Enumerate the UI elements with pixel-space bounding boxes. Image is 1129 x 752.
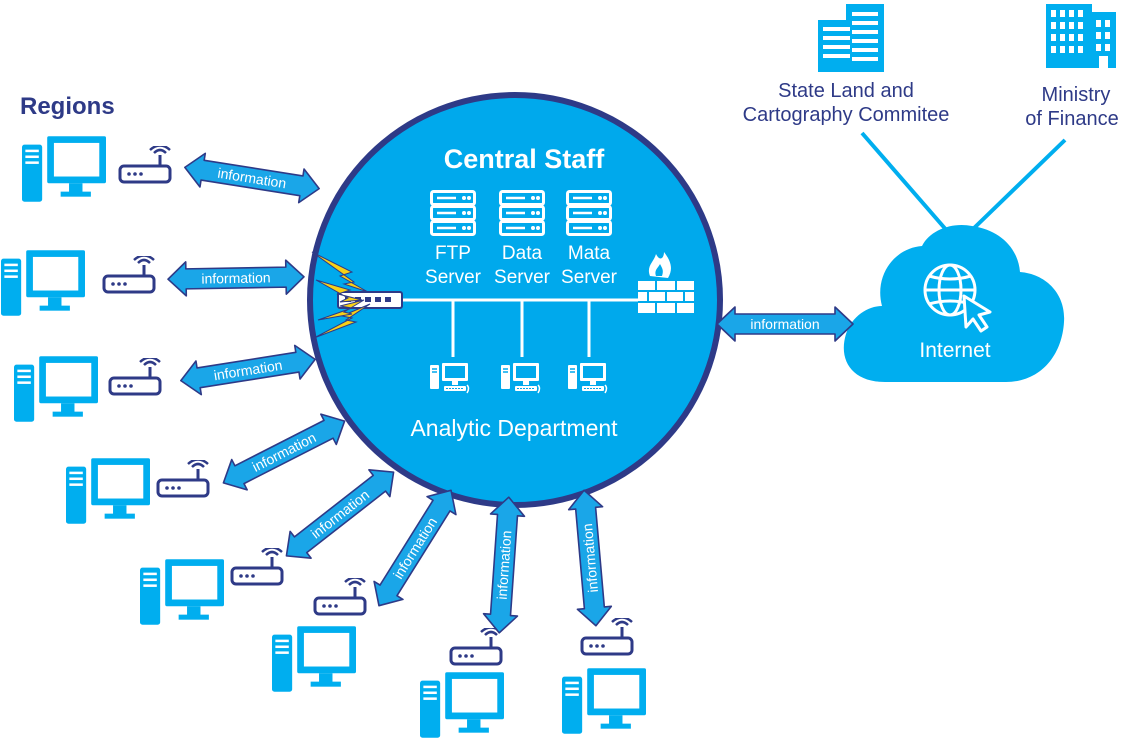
state-land-label-line2: Cartography Commitee xyxy=(743,104,950,126)
data-server: Data Server xyxy=(494,190,551,288)
workstation-icon xyxy=(568,363,608,394)
state-land-committee: State Land and Cartography Commitee xyxy=(743,4,950,126)
office-building-icon xyxy=(1046,4,1116,68)
wifi-router-icon xyxy=(102,256,156,294)
mata-server: Mata Server xyxy=(561,190,618,288)
regions-title: Regions xyxy=(20,93,115,120)
connection-line xyxy=(970,138,1067,232)
desktop-computer-icon xyxy=(562,668,646,734)
globe-icon xyxy=(923,263,977,317)
information-arrow: information xyxy=(566,487,614,629)
desktop-computer-icon xyxy=(22,136,106,202)
region-node: information xyxy=(420,495,527,738)
mata-server-label-line2: Server xyxy=(561,267,618,288)
desktop-computer-icon xyxy=(420,672,504,738)
wifi-router-icon xyxy=(118,146,172,184)
server-rack-icon xyxy=(499,190,545,236)
region-node: information xyxy=(1,250,306,316)
desktop-computer-icon xyxy=(1,250,85,316)
data-server-label-line2: Server xyxy=(494,267,551,288)
central-staff-node: Central Staff FTP Server Data Server Mat… xyxy=(307,92,723,508)
region-node: information xyxy=(272,480,467,692)
information-label: information xyxy=(494,530,515,600)
workstation-icon xyxy=(430,363,470,394)
information-label: information xyxy=(750,316,819,332)
ministry-label-line1: Ministry xyxy=(1042,84,1111,106)
information-arrow: information xyxy=(363,480,467,616)
internet-cloud: Internet xyxy=(843,224,1065,382)
central-staff-title: Central Staff xyxy=(444,144,606,174)
wifi-router-icon xyxy=(230,548,284,586)
information-arrow: information xyxy=(181,149,323,207)
wifi-router-icon xyxy=(580,618,634,656)
internet-label: Internet xyxy=(919,339,990,362)
analytic-department-label: Analytic Department xyxy=(410,415,618,441)
cloud-icon xyxy=(843,224,1065,382)
cursor-icon xyxy=(962,294,992,333)
information-label: information xyxy=(201,269,271,286)
server-rack-icon xyxy=(566,190,612,236)
server-rack-icon xyxy=(430,190,476,236)
information-label: information xyxy=(390,514,440,581)
state-land-label-line1: State Land and xyxy=(778,80,914,102)
desktop-computer-icon xyxy=(66,458,150,524)
region-node: information xyxy=(22,136,323,207)
information-arrow: information xyxy=(166,259,306,297)
wifi-router-icon xyxy=(313,578,367,616)
region-node: information xyxy=(562,487,646,734)
office-building-icon xyxy=(818,4,884,72)
wifi-router-icon xyxy=(156,460,210,498)
information-arrow: information xyxy=(214,405,354,499)
region-node: information xyxy=(14,341,319,422)
information-arrow-internet: information xyxy=(716,306,854,342)
ministry-label-line2: of Finance xyxy=(1025,108,1118,130)
region-node: information xyxy=(66,405,354,524)
information-label: information xyxy=(308,486,372,541)
desktop-computer-icon xyxy=(272,626,356,692)
ftp-server: FTP Server xyxy=(425,190,482,288)
data-server-label-line1: Data xyxy=(502,243,543,264)
firewall-icon xyxy=(638,252,694,313)
mata-server-label-line1: Mata xyxy=(568,243,611,264)
ftp-server-label-line1: FTP xyxy=(435,243,471,264)
information-arrow: information xyxy=(177,341,319,399)
information-label: information xyxy=(250,429,319,475)
desktop-computer-icon xyxy=(14,356,98,422)
connection-line xyxy=(860,131,957,242)
ministry-of-finance: Ministry of Finance xyxy=(1025,4,1119,130)
desktop-computer-icon xyxy=(140,559,224,625)
wifi-router-icon xyxy=(108,358,162,396)
information-arrow: information xyxy=(275,457,405,571)
ftp-server-label-line2: Server xyxy=(425,267,482,288)
lightning-icon xyxy=(311,251,371,339)
workstation-icon xyxy=(501,363,541,394)
wifi-router-icon xyxy=(449,628,503,666)
information-arrow: information xyxy=(481,495,527,635)
information-label: information xyxy=(579,523,601,593)
